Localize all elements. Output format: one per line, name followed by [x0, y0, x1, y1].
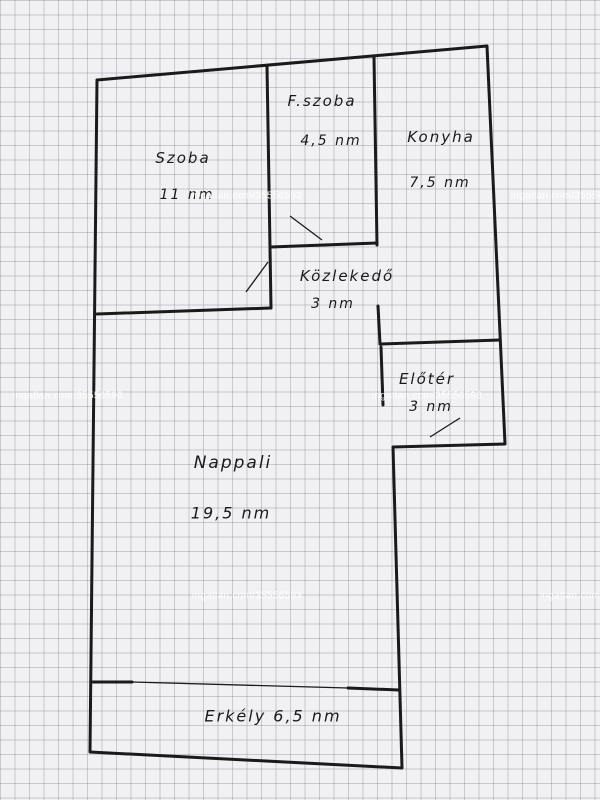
watermark: ingatlan.com/35556593	[510, 190, 600, 202]
room-area-konyha: 7,5 nm	[409, 175, 471, 191]
outer-wall	[88, 44, 507, 770]
door-arc-eloter	[429, 417, 461, 438]
watermark: ingatlan.com/35556593	[191, 590, 303, 602]
room-label-konyha: Konyha	[407, 128, 475, 146]
szoba-bottom-wall	[95, 306, 273, 316]
furdoszoba-bottom-wall	[269, 241, 379, 249]
furdoszoba-right-wall	[372, 55, 379, 247]
erkely-top-wall-right	[346, 686, 401, 692]
room-area-furdoszoba: 4,5 nm	[300, 133, 362, 149]
room-area-eloter: 3 nm	[409, 399, 453, 415]
room-label-szoba: Szoba	[155, 149, 211, 167]
room-label-eloter: Előtér	[398, 370, 456, 388]
szoba-right-wall	[265, 64, 273, 310]
watermark: ingatlan.com/35556593	[371, 390, 483, 402]
room-area-kozlekedo: 3 nm	[311, 296, 355, 312]
room-label-furdoszoba: F.szoba	[287, 92, 357, 110]
erkely-divider-line	[131, 681, 349, 689]
watermark: ingatlan.com	[539, 590, 600, 602]
room-label-erkely: Erkély 6,5 nm	[204, 706, 342, 726]
door-arc-furdoszoba	[289, 215, 323, 241]
room-label-nappali: Nappali	[193, 453, 273, 473]
konyha-bottom-wall	[378, 338, 502, 346]
door-arc-szoba	[245, 261, 269, 293]
room-label-kozlekedo: Közlekedő	[299, 267, 395, 285]
watermark: ingatlan.com/35556593	[191, 190, 303, 202]
eloter-left-wall	[379, 345, 385, 407]
room-area-nappali: 19,5 nm	[190, 503, 272, 523]
room-area-szoba: 11 nm	[159, 187, 215, 203]
watermark: ingatlan.com/35556593	[12, 390, 124, 402]
konyha-left-wall	[376, 304, 382, 346]
